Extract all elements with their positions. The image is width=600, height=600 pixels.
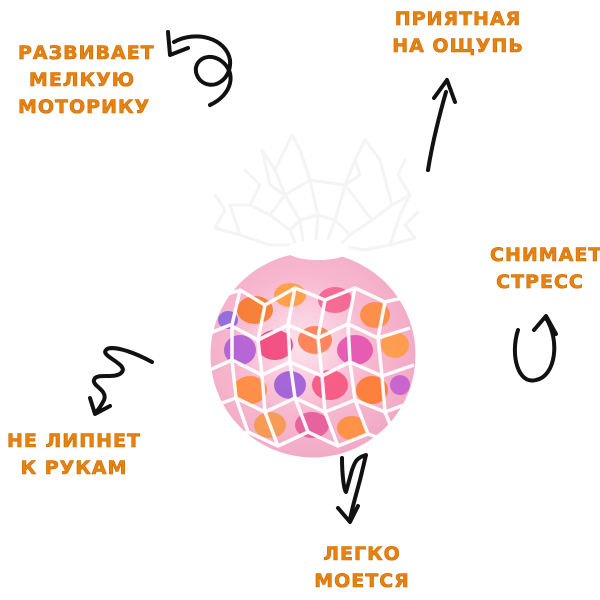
label-easy-wash: ЛЕГКО МОЕТСЯ — [312, 541, 412, 595]
label-relieves-stress: СНИМАЕТ СТРЕСС — [490, 242, 600, 296]
label-easy-wash-line-2: МОЕТСЯ — [314, 570, 410, 593]
label-fine-motor-line-2: МЕЛКУЮ — [28, 69, 136, 92]
label-not-sticky-line-2: К РУКАМ — [20, 457, 128, 480]
label-relieves-stress-line-1: СНИМАЕТ — [490, 244, 600, 267]
label-not-sticky-line-1: НЕ ЛИПНЕТ — [7, 430, 141, 453]
label-not-sticky: НЕ ЛИПНЕТ К РУКАМ — [4, 428, 144, 482]
label-fine-motor-line-3: МОТОРИКУ — [18, 96, 151, 119]
label-fine-motor-line-1: РАЗВИВАЕТ — [18, 42, 155, 65]
label-easy-wash-line-1: ЛЕГКО — [323, 543, 401, 566]
label-pleasant-touch-line-2: НА ОЩУПЬ — [392, 35, 524, 58]
label-relieves-stress-line-2: СТРЕСС — [496, 271, 584, 294]
label-fine-motor: РАЗВИВАЕТ МЕЛКУЮ МОТОРИКУ — [18, 40, 155, 121]
label-pleasant-touch: ПРИЯТНАЯ НА ОЩУПЬ — [388, 6, 528, 60]
label-pleasant-touch-line-1: ПРИЯТНАЯ — [394, 8, 522, 31]
